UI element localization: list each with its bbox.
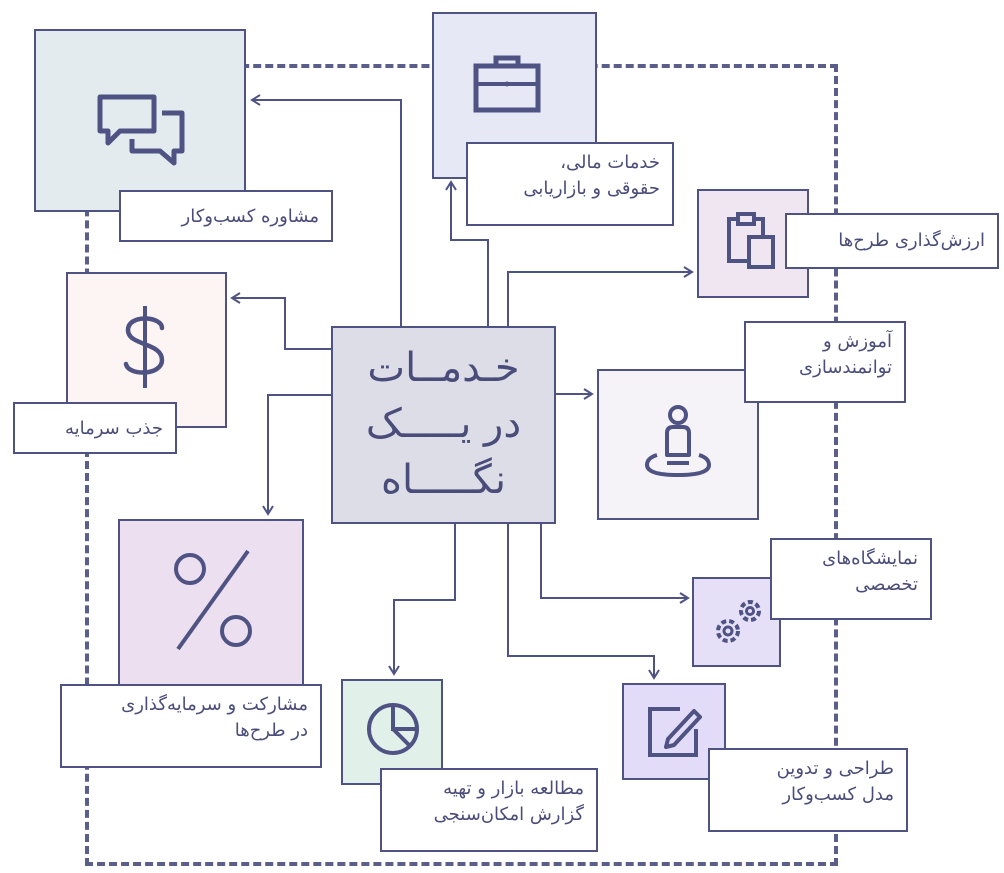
consulting-label: مشاوره کسب‌وکار xyxy=(119,190,333,242)
exhibitions-box xyxy=(692,577,781,667)
business-model-label: طراحی و تدوین مدل کسب‌وکار xyxy=(708,748,908,832)
dollar-icon xyxy=(123,306,165,388)
arrow-to-market-study xyxy=(388,524,456,676)
training-label: آموزش و توانمندسازی xyxy=(744,321,906,403)
percent-icon xyxy=(174,549,252,651)
arrow-to-exhibitions xyxy=(540,524,690,604)
business-model-box xyxy=(622,683,726,780)
partnership-label: مشارکت و سرمایه‌گذاری در طرح‌ها xyxy=(60,684,322,768)
arrow-to-business-model xyxy=(507,524,660,680)
arrow-to-consulting xyxy=(250,94,402,326)
clipboard-icon xyxy=(727,212,775,269)
chat-bubbles-icon xyxy=(97,94,185,166)
exhibitions-label: نمایشگاه‌های تخصصی xyxy=(770,538,932,620)
partnership-box xyxy=(118,519,304,698)
investment-label: جذب سرمایه xyxy=(13,402,177,454)
training-box xyxy=(597,369,759,520)
arrow-to-evaluation xyxy=(507,266,694,326)
center-title-line-1: خـدمــات xyxy=(367,345,520,391)
arrow-to-financial xyxy=(445,180,489,326)
gears-icon xyxy=(716,600,761,643)
briefcase-icon xyxy=(473,55,541,113)
market-study-box xyxy=(341,679,443,785)
center-title-line-3: نگـــــاه xyxy=(381,457,506,503)
financial-box xyxy=(432,12,597,179)
arrow-to-investment xyxy=(230,292,331,350)
financial-label: خدمات مالی، حقوقی و بازاریابی xyxy=(466,142,674,226)
center-title-line-2: در یـــــک xyxy=(365,401,522,447)
evaluation-label: ارزش‌گذاری طرح‌ها xyxy=(785,213,999,269)
market-study-label: مطالعه بازار و تهیه گزارش امکان‌سنجی xyxy=(380,768,598,852)
pie-chart-icon xyxy=(367,703,419,755)
arrow-to-partnership xyxy=(262,394,331,516)
person-target-icon xyxy=(644,405,712,478)
edit-icon xyxy=(648,707,702,757)
center-title-box: خـدمــات در یـــــک نگـــــاه xyxy=(331,326,556,524)
